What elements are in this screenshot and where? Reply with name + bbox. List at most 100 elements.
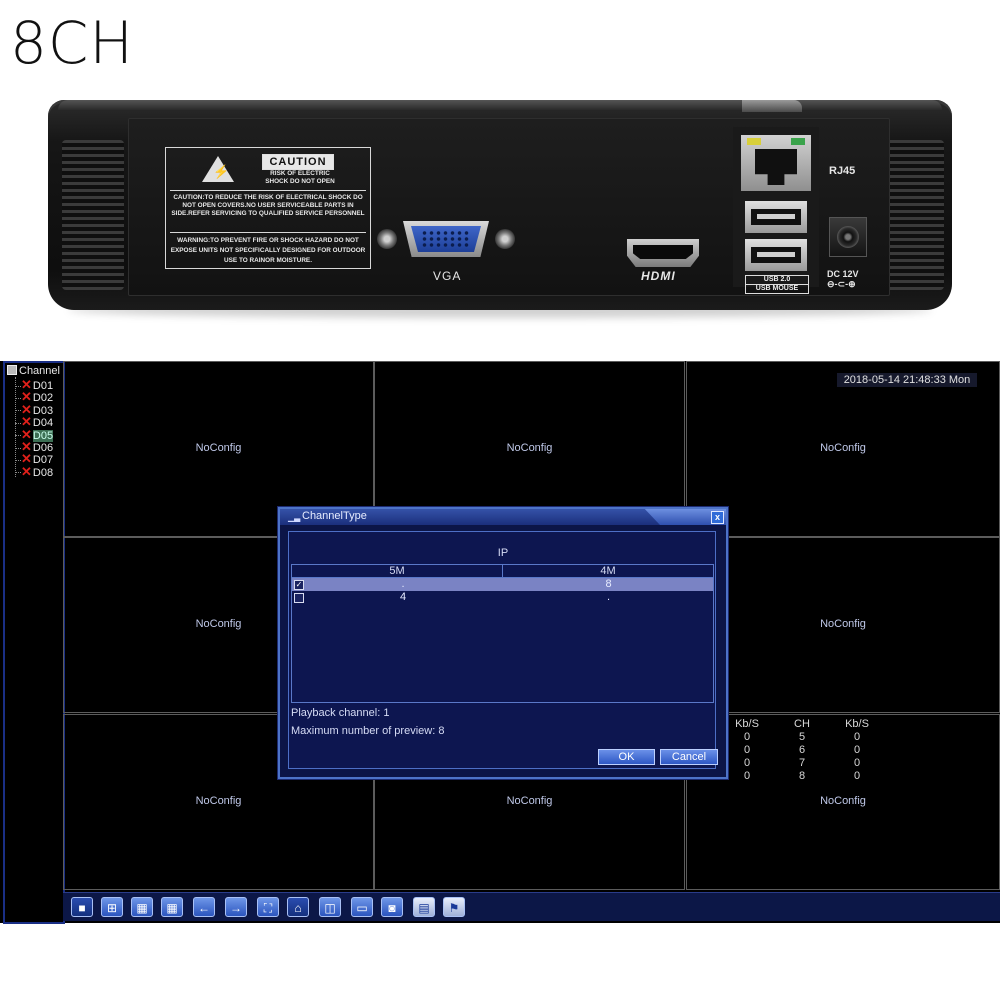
cell-status: NoConfig xyxy=(820,795,866,807)
single-view-button[interactable]: ■ xyxy=(71,897,93,917)
row-value-5m: 4 xyxy=(399,591,407,603)
tree-connector xyxy=(15,459,21,461)
channel-label: D07 xyxy=(32,454,54,467)
stats-header-kbs: Kb/S xyxy=(845,718,869,730)
caution-heading: CAUTION xyxy=(262,154,334,170)
usb-opening xyxy=(751,247,801,263)
video-cell-3[interactable]: NoConfig xyxy=(686,361,1000,537)
row-checkbox[interactable] xyxy=(294,593,304,603)
six-view-button[interactable]: ▦ xyxy=(131,897,153,917)
column-header-4m: 4M xyxy=(600,565,616,577)
caution-text: CAUTION:TO REDUCE THE RISK OF ELECTRICAL… xyxy=(170,190,366,218)
previous-button[interactable]: ← xyxy=(193,897,215,917)
stats-value: 0 xyxy=(743,731,751,743)
stats-value: 0 xyxy=(743,770,751,782)
rj45-opening xyxy=(755,149,797,185)
ok-button[interactable]: OK xyxy=(598,749,655,765)
dc-jack-ring xyxy=(837,226,859,248)
cancel-button[interactable]: Cancel xyxy=(660,749,718,765)
dialog-titlebar[interactable]: ▁▃ ChannelType xyxy=(280,509,726,525)
quad-view-button[interactable]: ⊞ xyxy=(101,897,123,917)
disconnected-icon: ✕ xyxy=(21,463,32,479)
channel-tree: Channel ✕D01✕D02✕D03✕D04✕D05✕D06✕D07✕D08 xyxy=(3,361,65,924)
nine-view-button[interactable]: ▦ xyxy=(161,897,183,917)
cell-status: NoConfig xyxy=(195,618,242,630)
row-value-5m: . xyxy=(401,578,405,590)
playback-button[interactable]: ▤ xyxy=(413,897,435,917)
right-vent xyxy=(882,140,944,290)
stats-value: 0 xyxy=(853,770,861,782)
channel-item-d07[interactable]: ✕D07 xyxy=(15,451,54,467)
cell-status: NoConfig xyxy=(820,442,866,454)
video-cell-6[interactable]: NoConfig xyxy=(63,714,374,890)
stats-header-ch: CH xyxy=(794,718,810,730)
channel-label: D01 xyxy=(32,380,54,392)
channel-type-dialog: ▁▃ ChannelType x IP 5M 4M ✓ . 8 4 . Play… xyxy=(278,507,728,779)
rj45-led-yellow xyxy=(747,138,761,145)
table-row[interactable]: ✓ . 8 xyxy=(292,578,713,591)
tree-connector xyxy=(15,385,21,387)
vga-screw-left xyxy=(377,229,397,249)
hdmi-opening xyxy=(633,245,693,259)
caution-label: CAUTION RISK OF ELECTRIC SHOCK DO NOT OP… xyxy=(165,147,371,269)
dialog-title-tab xyxy=(280,509,660,525)
stats-row: 0 5 0 xyxy=(732,731,882,744)
fullscreen-button[interactable]: ⛶ xyxy=(257,897,279,917)
ptz-button[interactable]: ⌂ xyxy=(287,897,309,917)
stats-row: 0 7 0 xyxy=(732,757,882,770)
dialog-title: ChannelType xyxy=(302,510,367,522)
playback-channel-text: Playback channel: 1 xyxy=(291,707,390,719)
folder-icon xyxy=(7,365,17,375)
channel-tree-root[interactable]: Channel xyxy=(7,365,60,377)
stats-row: 0 8 0 xyxy=(732,770,882,783)
tree-connector xyxy=(15,397,21,399)
ip-group-label: IP xyxy=(497,547,509,559)
device-top-highlight xyxy=(742,100,802,112)
nvr-device-rear: CAUTION RISK OF ELECTRIC SHOCK DO NOT OP… xyxy=(48,100,952,318)
table-header: 5M 4M xyxy=(292,565,713,578)
caution-subtext: RISK OF ELECTRIC SHOCK DO NOT OPEN xyxy=(265,170,335,185)
disconnected-icon: ✕ xyxy=(21,389,32,405)
left-vent xyxy=(62,140,124,290)
tree-connector xyxy=(15,447,21,449)
table-row[interactable]: 4 . xyxy=(292,591,713,604)
row-value-4m: . xyxy=(606,591,611,603)
screen-button[interactable]: ▭ xyxy=(351,897,373,917)
stats-channel: 5 xyxy=(798,731,806,743)
channel-item-d03[interactable]: ✕D03 xyxy=(15,401,53,417)
channel-item-d01[interactable]: ✕D01 xyxy=(15,377,54,392)
color-setting-button[interactable]: ◫ xyxy=(319,897,341,917)
next-button[interactable]: → xyxy=(225,897,247,917)
disconnected-icon: ✕ xyxy=(21,439,32,454)
disconnected-icon: ✕ xyxy=(21,426,32,442)
alarm-button[interactable]: ⚑ xyxy=(443,897,465,917)
tree-connector xyxy=(15,410,21,412)
max-preview-text: Maximum number of preview: 8 xyxy=(291,725,445,737)
warning-icon xyxy=(202,156,234,182)
dc-label-voltage: DC 12V xyxy=(827,269,859,279)
usb-port-2 xyxy=(745,239,807,271)
channel-item-d08[interactable]: ✕D08 xyxy=(15,463,53,479)
channel-label: D02 xyxy=(32,392,54,405)
row-checkbox[interactable]: ✓ xyxy=(294,580,304,590)
channel-item-d02[interactable]: ✕D02 xyxy=(15,389,54,405)
warning-text: WARNING:TO PREVENT FIRE OR SHOCK HAZARD … xyxy=(170,232,366,266)
tree-connector xyxy=(15,422,21,424)
dc-label: DC 12V ⊖-⊂-⊕ xyxy=(827,269,859,289)
record-button[interactable]: ◙ xyxy=(381,897,403,917)
close-icon[interactable]: x xyxy=(711,511,724,524)
disconnected-icon: ✕ xyxy=(21,401,32,417)
channel-tree-root-label: Channel xyxy=(19,365,60,377)
rj45-led-green xyxy=(791,138,805,145)
channel-item-d06[interactable]: ✕D06 xyxy=(15,439,53,454)
disconnected-icon: ✕ xyxy=(21,377,32,392)
cell-status: NoConfig xyxy=(195,442,242,454)
channel-label: D05 xyxy=(32,429,54,442)
video-cell-5[interactable]: NoConfig xyxy=(686,537,1000,713)
usb-label-line-1: USB 2.0 xyxy=(763,276,791,283)
channel-item-d04[interactable]: ✕D04 xyxy=(15,414,53,429)
video-cell-1[interactable]: NoConfig xyxy=(63,361,374,537)
rj45-port xyxy=(741,135,811,191)
stats-value: 0 xyxy=(853,731,861,743)
channel-item-d05[interactable]: ✕D05 xyxy=(15,426,54,442)
